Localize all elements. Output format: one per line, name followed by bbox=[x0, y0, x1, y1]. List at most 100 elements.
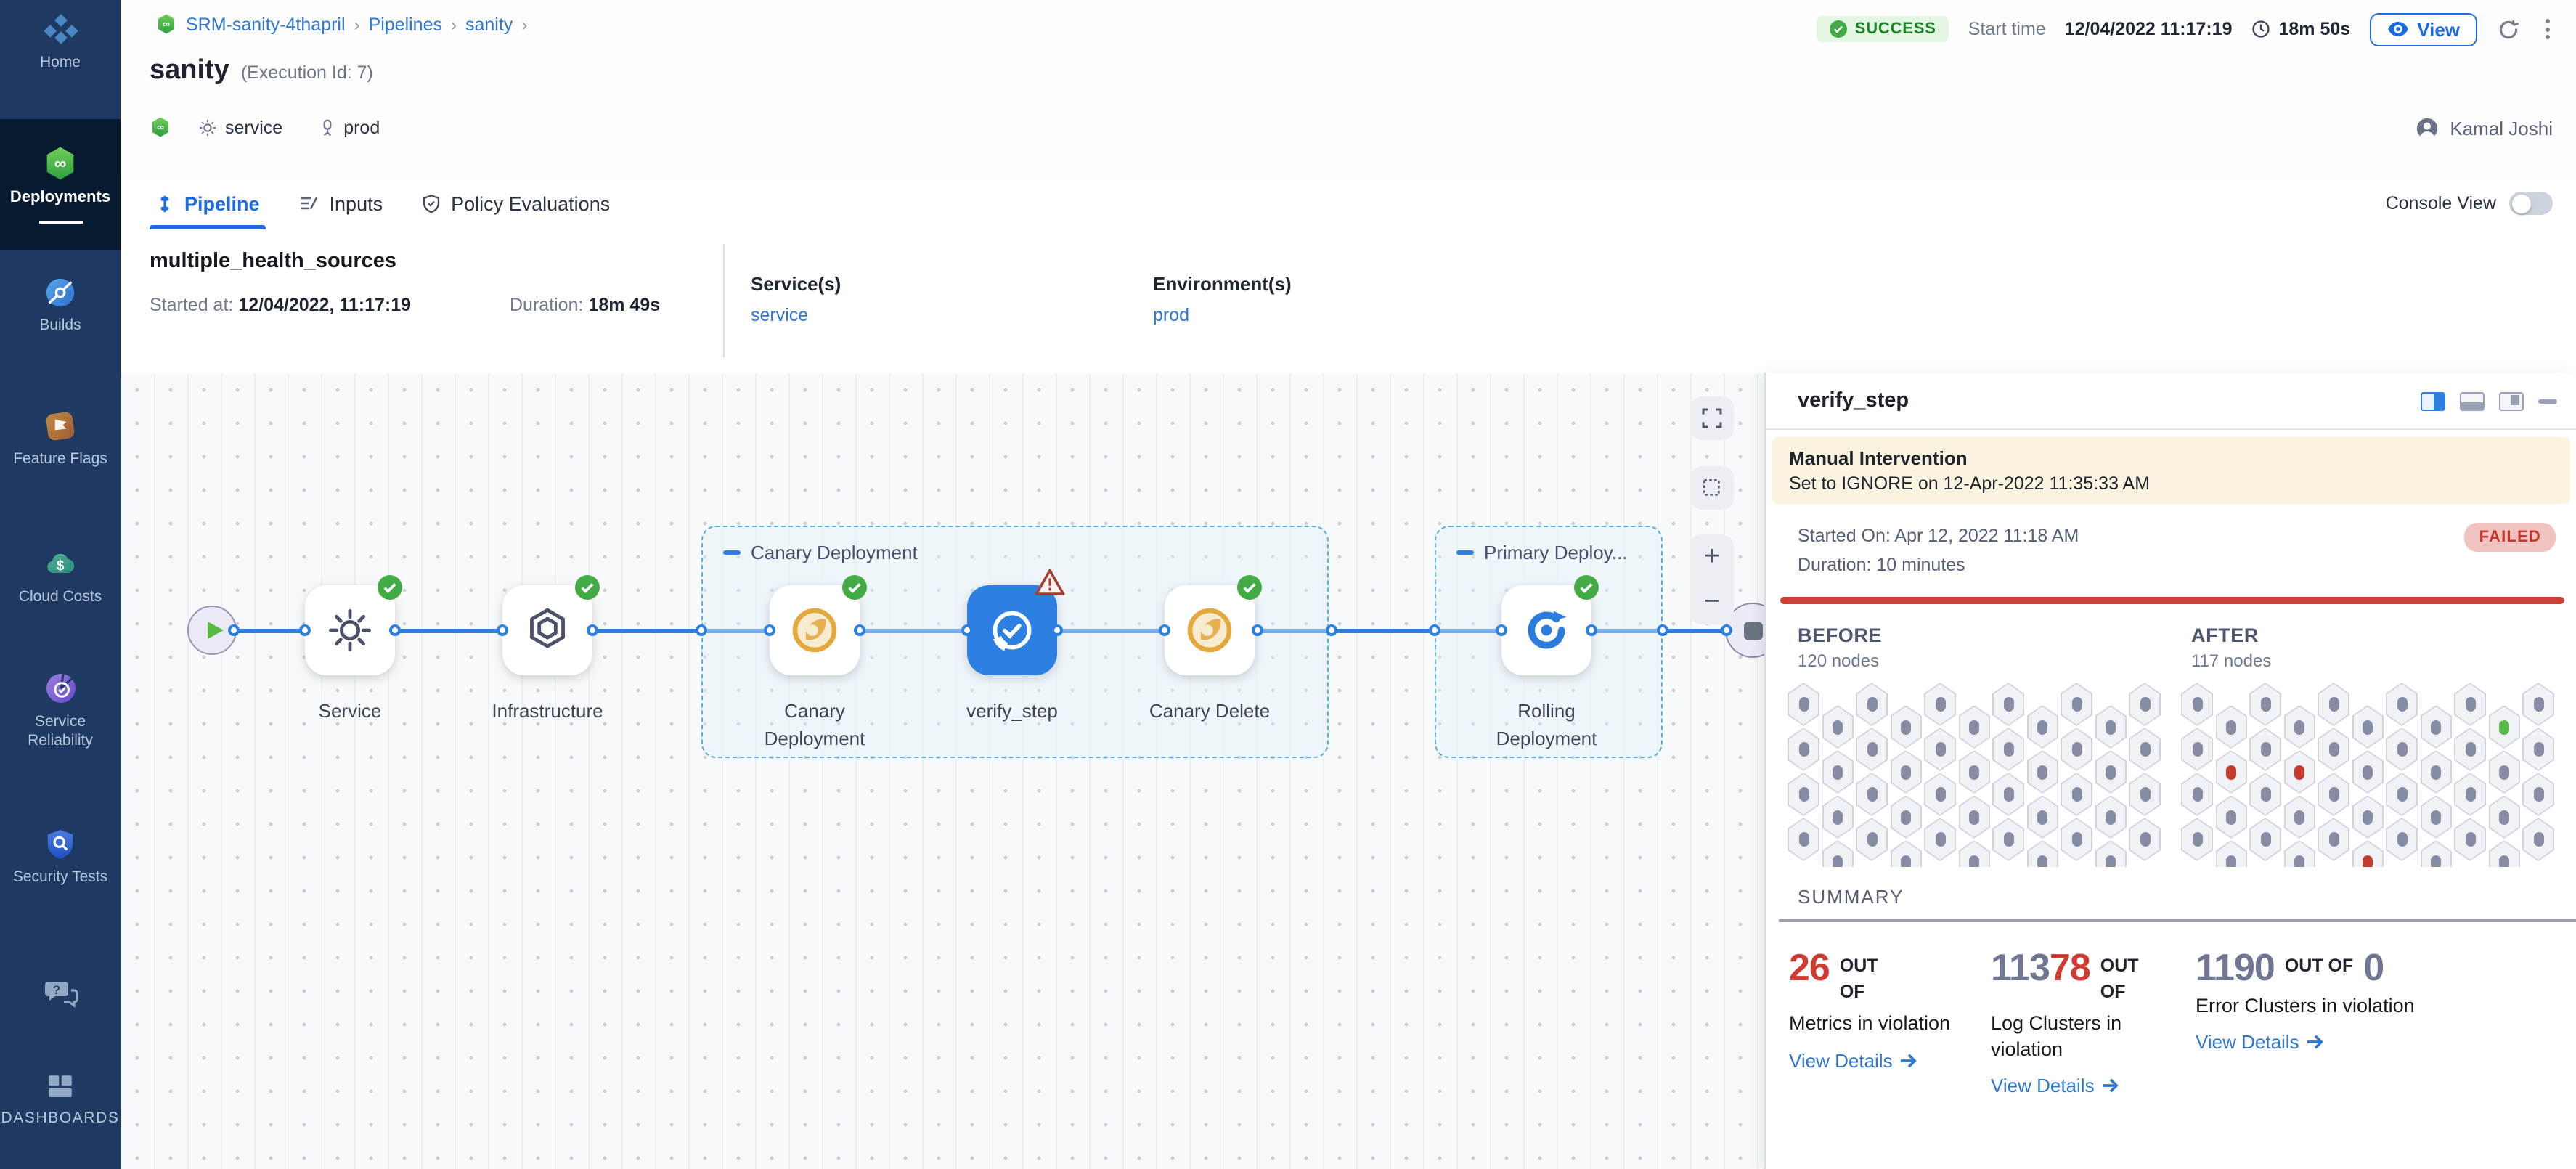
node-hexagon[interactable] bbox=[2095, 795, 2127, 839]
node-hexagon[interactable] bbox=[1822, 795, 1854, 839]
node-hexagon[interactable] bbox=[2522, 728, 2554, 771]
view-button[interactable]: View bbox=[2369, 12, 2477, 46]
node-hexagon[interactable] bbox=[2386, 818, 2418, 861]
node-hexagon[interactable] bbox=[2181, 728, 2213, 771]
node-hexagon[interactable] bbox=[2026, 750, 2058, 794]
node-hexagon[interactable] bbox=[2420, 705, 2452, 749]
node-hexagon[interactable] bbox=[1992, 683, 2024, 726]
node-hexagon[interactable] bbox=[1856, 683, 1888, 726]
node-hexagon[interactable] bbox=[2129, 728, 2161, 771]
environments-value-link[interactable]: prod bbox=[1153, 305, 1190, 325]
node-hexagon[interactable] bbox=[2386, 683, 2418, 726]
node-hexagon[interactable] bbox=[2095, 840, 2127, 867]
tab-pipeline[interactable]: Pipeline bbox=[150, 177, 266, 229]
node-hexagon[interactable] bbox=[1924, 818, 1956, 861]
node-canary-deployment[interactable] bbox=[770, 575, 867, 675]
logs-view-details-link[interactable]: View Details bbox=[1991, 1075, 2177, 1097]
node-hexagon[interactable] bbox=[2318, 773, 2349, 816]
metrics-view-details-link[interactable]: View Details bbox=[1789, 1050, 1972, 1072]
node-hexagon[interactable] bbox=[2420, 840, 2452, 867]
node-hexagon[interactable] bbox=[2386, 773, 2418, 816]
pipeline-start-node[interactable] bbox=[187, 606, 237, 655]
node-hexagon[interactable] bbox=[1788, 773, 1819, 816]
node-hexagon[interactable] bbox=[2061, 728, 2092, 771]
node-verify-step[interactable] bbox=[967, 569, 1065, 675]
node-hexagon[interactable] bbox=[2061, 683, 2092, 726]
node-canary-delete[interactable] bbox=[1165, 575, 1262, 675]
node-hexagon[interactable] bbox=[2215, 705, 2247, 749]
node-hexagon[interactable] bbox=[2386, 728, 2418, 771]
node-hexagon[interactable] bbox=[2454, 728, 2486, 771]
node-hexagon[interactable] bbox=[1958, 795, 1990, 839]
after-node-grid[interactable] bbox=[2181, 683, 2556, 867]
node-hexagon[interactable] bbox=[2215, 795, 2247, 839]
breadcrumb-pipeline-link[interactable]: sanity bbox=[465, 14, 513, 34]
pipeline-canvas[interactable]: Canary Deployment Primary Deploy... Serv… bbox=[121, 373, 1764, 1169]
breadcrumb-project-link[interactable]: SRM-sanity-4thapril bbox=[186, 14, 346, 34]
node-hexagon[interactable] bbox=[1822, 840, 1854, 867]
sidebar-item-help-chat[interactable]: ? bbox=[0, 976, 121, 1011]
node-hexagon[interactable] bbox=[1958, 705, 1990, 749]
node-hexagon[interactable] bbox=[2488, 750, 2520, 794]
services-value-link[interactable]: service bbox=[751, 305, 809, 325]
node-hexagon[interactable] bbox=[2026, 705, 2058, 749]
node-hexagon[interactable] bbox=[1856, 773, 1888, 816]
tab-inputs[interactable]: Inputs bbox=[298, 177, 383, 229]
node-hexagon[interactable] bbox=[2026, 795, 2058, 839]
node-hexagon[interactable] bbox=[2454, 773, 2486, 816]
node-hexagon[interactable] bbox=[2522, 818, 2554, 861]
tab-policy-evaluations[interactable]: Policy Evaluations bbox=[420, 177, 610, 229]
node-hexagon[interactable] bbox=[2352, 705, 2384, 749]
node-hexagon[interactable] bbox=[1890, 750, 1922, 794]
node-hexagon[interactable] bbox=[2249, 728, 2281, 771]
breadcrumb-pipelines-link[interactable]: Pipelines bbox=[368, 14, 442, 34]
node-hexagon[interactable] bbox=[2318, 728, 2349, 771]
node-hexagon[interactable] bbox=[1856, 728, 1888, 771]
node-hexagon[interactable] bbox=[2352, 795, 2384, 839]
node-hexagon[interactable] bbox=[1992, 728, 2024, 771]
node-hexagon[interactable] bbox=[1788, 818, 1819, 861]
collapse-group-icon[interactable] bbox=[723, 550, 741, 555]
node-infrastructure[interactable] bbox=[502, 575, 600, 675]
node-hexagon[interactable] bbox=[2095, 705, 2127, 749]
node-hexagon[interactable] bbox=[2522, 773, 2554, 816]
node-hexagon[interactable] bbox=[2522, 683, 2554, 726]
sidebar-item-dashboards[interactable]: DASHBOARDS bbox=[0, 1072, 121, 1128]
node-hexagon[interactable] bbox=[2181, 818, 2213, 861]
reset-selection-button[interactable] bbox=[1690, 466, 1734, 510]
node-hexagon[interactable] bbox=[2283, 750, 2315, 794]
node-hexagon[interactable] bbox=[1788, 728, 1819, 771]
node-hexagon[interactable] bbox=[2181, 683, 2213, 726]
node-hexagon[interactable] bbox=[2061, 818, 2092, 861]
node-hexagon[interactable] bbox=[1890, 705, 1922, 749]
sidebar-item-home[interactable]: Home bbox=[0, 12, 121, 73]
node-hexagon[interactable] bbox=[1958, 840, 1990, 867]
console-view-toggle[interactable] bbox=[2509, 192, 2553, 215]
node-hexagon[interactable] bbox=[1992, 773, 2024, 816]
node-hexagon[interactable] bbox=[2488, 795, 2520, 839]
node-hexagon[interactable] bbox=[2283, 840, 2315, 867]
node-hexagon[interactable] bbox=[2488, 840, 2520, 867]
node-hexagon[interactable] bbox=[1856, 818, 1888, 861]
node-hexagon[interactable] bbox=[2283, 705, 2315, 749]
sidebar-item-security-tests[interactable]: Security Tests bbox=[0, 828, 121, 887]
zoom-in-button[interactable]: + bbox=[1703, 542, 1721, 572]
before-node-grid[interactable] bbox=[1788, 683, 2162, 867]
node-hexagon[interactable] bbox=[2249, 773, 2281, 816]
node-hexagon[interactable] bbox=[2249, 818, 2281, 861]
fit-to-screen-button[interactable] bbox=[1690, 396, 1734, 440]
node-hexagon[interactable] bbox=[2488, 705, 2520, 749]
node-hexagon[interactable] bbox=[1788, 683, 1819, 726]
node-rolling-deployment[interactable] bbox=[1501, 575, 1599, 675]
node-hexagon[interactable] bbox=[2129, 683, 2161, 726]
zoom-out-button[interactable]: − bbox=[1703, 587, 1721, 617]
node-hexagon[interactable] bbox=[1992, 818, 2024, 861]
refresh-button[interactable] bbox=[2496, 17, 2521, 41]
sidebar-item-cloud-costs[interactable]: $ Cloud Costs bbox=[0, 546, 121, 607]
node-hexagon[interactable] bbox=[1890, 795, 1922, 839]
sidebar-item-service-reliability[interactable]: Service Reliability bbox=[0, 671, 121, 752]
errors-view-details-link[interactable]: View Details bbox=[2196, 1031, 2425, 1053]
node-hexagon[interactable] bbox=[2454, 818, 2486, 861]
node-hexagon[interactable] bbox=[2318, 818, 2349, 861]
node-hexagon[interactable] bbox=[2026, 840, 2058, 867]
